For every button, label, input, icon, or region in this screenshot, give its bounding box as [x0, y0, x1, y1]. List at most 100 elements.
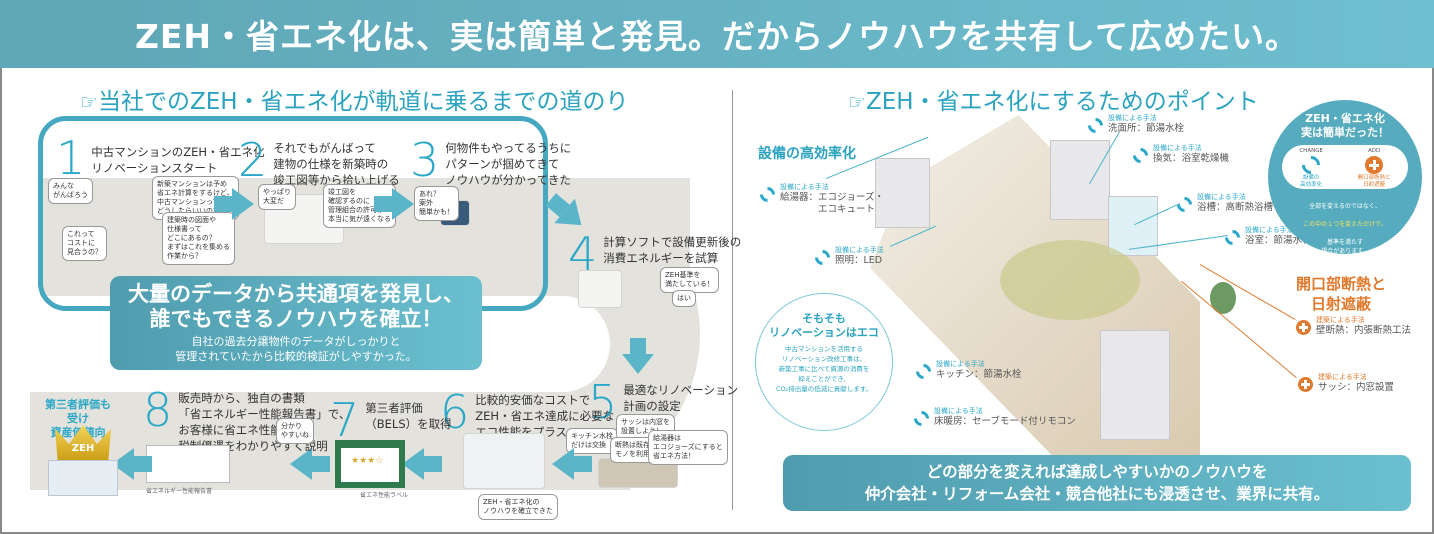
speech-bubble: 給湯器は エコジョーズにすると 省エネ方法！: [648, 430, 728, 465]
easy-body-2: 基準を満たす 場合があります。: [1321, 239, 1369, 255]
callout-value: サッシ：内窓設置: [1318, 382, 1395, 393]
callout-lighting: 設備による手法照明：LED: [811, 246, 884, 269]
eco-circle-body: 中古マンションを活用する リノベーション改修工事は、 新築工事に比べて資源の消費…: [775, 345, 873, 393]
bathroom-block: [1050, 140, 1110, 220]
flow-arrow-left-icon: [290, 448, 330, 480]
change-cycle-icon: [912, 360, 935, 383]
interior-illustration: [463, 433, 545, 489]
callout-value: 照明：LED: [835, 255, 883, 266]
add-label: ADD: [1368, 148, 1381, 154]
change-cycle-icon: [910, 407, 933, 430]
callout-caption: 設備による手法: [1153, 144, 1202, 152]
step-text: 中古マンションのZEH・省エネ化 リノベーションスタート: [91, 145, 265, 175]
step-number: 8: [143, 383, 173, 437]
equipment-efficiency-title: 設備の高効率化: [758, 146, 856, 162]
key-message-body-2: 管理されていたから比較的検証がしやすかった。: [175, 350, 417, 363]
callout-wall-insulation: 建築による手法壁断熱：内張断熱工法: [1296, 316, 1411, 337]
callout-value: キッチン：節湯水栓: [936, 369, 1022, 380]
change-cycle-icon: [1298, 152, 1324, 178]
bottom-message-line-1: どの部分を変えれば達成しやすいかのノウハウを: [926, 463, 1268, 481]
change-cycle-icon: [811, 246, 834, 269]
step-number: 5: [588, 375, 618, 429]
step-text: 計算ソフトで設備更新後の 消費エネルギーを試算: [603, 235, 742, 265]
callout-caption: 建築による手法: [1316, 316, 1365, 324]
bottom-message-box: どの部分を変えれば達成しやすいかのノウハウを 仲介会社・リフォーム会社・競合他社…: [783, 455, 1411, 511]
eco-circle-title: そもそも リノベーションはエコ: [769, 312, 879, 339]
speech-bubble: やっぱり 大変だ: [258, 184, 296, 210]
speech-bubble: サッシは内窓を 設置しよう！: [616, 414, 675, 440]
left-section-title: ☞当社でのZEH・省エネ化が軌道に乗るまでの道のり: [80, 82, 629, 116]
speech-bubble: みんな がんばろう: [48, 178, 93, 204]
speech-bubble: これって コストに 見合うの？: [62, 226, 107, 261]
bels-label-illustration: ★★★☆: [335, 440, 405, 488]
speech-bubble: あれ？ 案外 簡単かも！: [414, 186, 459, 221]
page-title: ZEH・省エネ化は、実は簡単と発見。だからノウハウを共有して広めたい。: [134, 17, 1300, 56]
callout-value: 浴槽：高断熱浴槽: [1197, 202, 1274, 213]
callout-floor-heating: 設備による手法床暖房：セーブモード付リモコン: [910, 407, 1076, 430]
callout-value: 洗面所：節湯水栓: [1108, 123, 1185, 134]
right-section-title: ☞ZEH・省エネ化にするためのポイント: [848, 82, 1259, 116]
step-5: 5 最適なリノベーション 計画の設定: [588, 375, 739, 429]
flow-arrow-right-icon: [374, 188, 414, 220]
step-text: 何物件もやってるうちに パターンが掴めてきて ノウハウが分かってきた: [445, 141, 572, 187]
key-message-title-2: 誰でもできるノウハウを確立！: [149, 307, 443, 331]
road-curve-inner: [520, 296, 610, 392]
callout-sash: 建築による手法サッシ：内窓設置: [1298, 373, 1394, 394]
wall-block: [1100, 330, 1170, 440]
bottom-message-line-2: 仲介会社・リフォーム会社・競合他社にも浸透させ、業界に共有。: [864, 485, 1330, 503]
flow-arrow-left-icon: [552, 448, 592, 480]
change-cycle-icon: [756, 183, 779, 206]
step-3: 3 何物件もやってるうちに パターンが掴めてきて ノウハウが分かってきた: [410, 133, 572, 188]
callout-caption: 設備による手法: [936, 360, 985, 368]
crown-label: ZEH: [71, 443, 95, 454]
callout-ventilation: 設備による手法換気：浴室乾燥機: [1129, 144, 1229, 167]
speech-bubble: 分かり やすいね: [276, 418, 314, 444]
wall-block: [875, 158, 930, 228]
pointing-hand-icon: ☞: [848, 90, 866, 114]
content-frame: [0, 68, 1434, 534]
callout-value: 浴室：節湯水栓: [1245, 235, 1312, 246]
opening-insulation-title: 開口部断熱と 日射遮蔽: [1296, 275, 1387, 313]
change-label: CHANGE: [1299, 148, 1323, 154]
change-add-pill: CHANGE 設備の 高効率化 ADD 開口部断熱と 日射遮蔽: [1282, 145, 1408, 189]
callout-washroom: 設備による手法洗面所：節湯水栓: [1084, 114, 1185, 137]
step-text: 第三者評価 （BELS）を取得: [365, 401, 452, 431]
speech-bubble: 建築時の図面や 仕様書って どこにあるの？ まずはこれを集める 作業から？: [162, 212, 235, 265]
callout-water-heater: 設備による手法給湯器：エコジョーズ・ エコキュート: [756, 183, 884, 216]
add-plus-icon: [1296, 320, 1311, 335]
callout-bathroom: 設備による手法浴室：節湯水栓: [1221, 226, 1312, 249]
star-rating-icon: ★★★☆: [351, 456, 384, 466]
section-divider: [732, 90, 733, 510]
step-7: 7 第三者評価 （BELS）を取得: [330, 397, 452, 443]
right-section-title-text: ZEH・省エネ化にするためのポイント: [865, 89, 1259, 115]
callout-kitchen: 設備による手法キッチン：節湯水栓: [912, 360, 1022, 383]
change-cycle-icon: [1129, 144, 1152, 167]
step-2: 2 それでもがんばって 建物の仕様を新築時の 竣工図等から拾い上げる: [238, 137, 400, 188]
building-icon: [48, 460, 118, 496]
callout-value: 壁断熱：内張断熱工法: [1316, 325, 1412, 336]
callout-caption: 設備による手法: [1108, 114, 1157, 122]
key-message-box: 大量のデータから共通項を発見し、 誰でもできるノウハウを確立！ 自社の過去分譲物…: [110, 276, 482, 370]
zeh-easy-circle: ZEH・省エネ化 実は簡単だった！ CHANGE 設備の 高効率化 ADD 開口…: [1268, 100, 1422, 255]
pointing-hand-icon: ☞: [80, 90, 98, 114]
change-cycle-icon: [1221, 226, 1244, 249]
title-banner: ZEH・省エネ化は、実は簡単と発見。だからノウハウを共有して広めたい。: [0, 0, 1434, 68]
change-cycle-icon: [1084, 114, 1107, 137]
add-text: 開口部断熱と 日射遮蔽: [1357, 175, 1391, 188]
callout-caption: 設備による手法: [1197, 193, 1246, 201]
bels-caption: 省エネ性能ラベル: [360, 492, 409, 499]
key-message-body-1: 自社の過去分譲物件のデータがしっかりと: [191, 335, 401, 348]
flow-arrow-right-icon: [214, 188, 254, 220]
left-section-title-text: 当社でのZEH・省エネ化が軌道に乗るまでの道のり: [97, 89, 629, 115]
step-1: 1 中古マンションのZEH・省エネ化 リノベーションスタート: [56, 135, 265, 181]
step-4: 4 計算ソフトで設備更新後の 消費エネルギーを試算: [568, 231, 742, 277]
callout-caption: 設備による手法: [934, 407, 983, 415]
easy-body-highlight: この中の１つを変えただけで、: [1303, 221, 1387, 228]
add-plus-icon: [1365, 156, 1384, 174]
callout-caption: 設備による手法: [780, 183, 829, 191]
easy-body-1: 全部を変えるのではなく、: [1309, 203, 1381, 210]
callout-caption: 設備による手法: [835, 246, 884, 254]
step-number: 3: [410, 133, 440, 187]
bathtub-block: [1108, 196, 1158, 256]
step-text: 最適なリノベーション 計画の設定: [623, 383, 739, 413]
